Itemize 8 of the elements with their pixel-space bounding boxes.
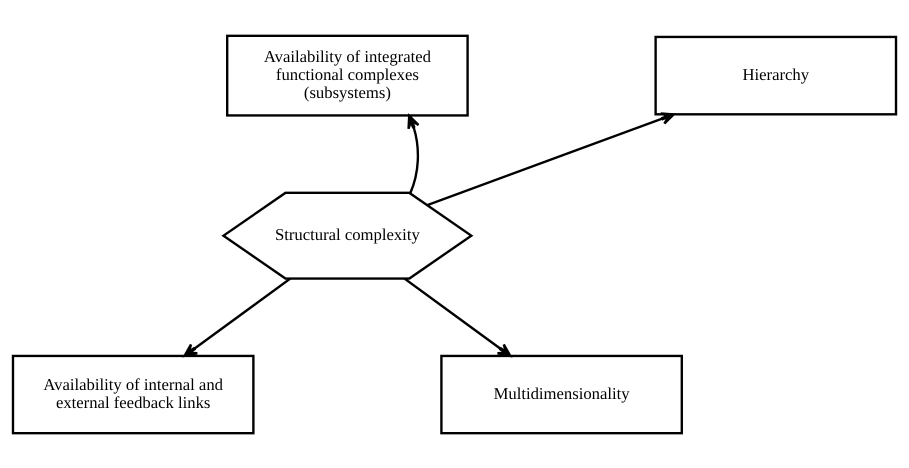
arrow [183,277,291,357]
arrow [426,112,675,206]
arrow [407,114,420,194]
node-box: Multidimensionality [440,354,683,434]
node-box: Hierarchy [654,35,898,115]
arrow [404,277,512,357]
node-box: Availability of internal and external feedback links [12,354,255,434]
node-box: Availability of integrated functional complexes (subsystems) [226,34,469,116]
